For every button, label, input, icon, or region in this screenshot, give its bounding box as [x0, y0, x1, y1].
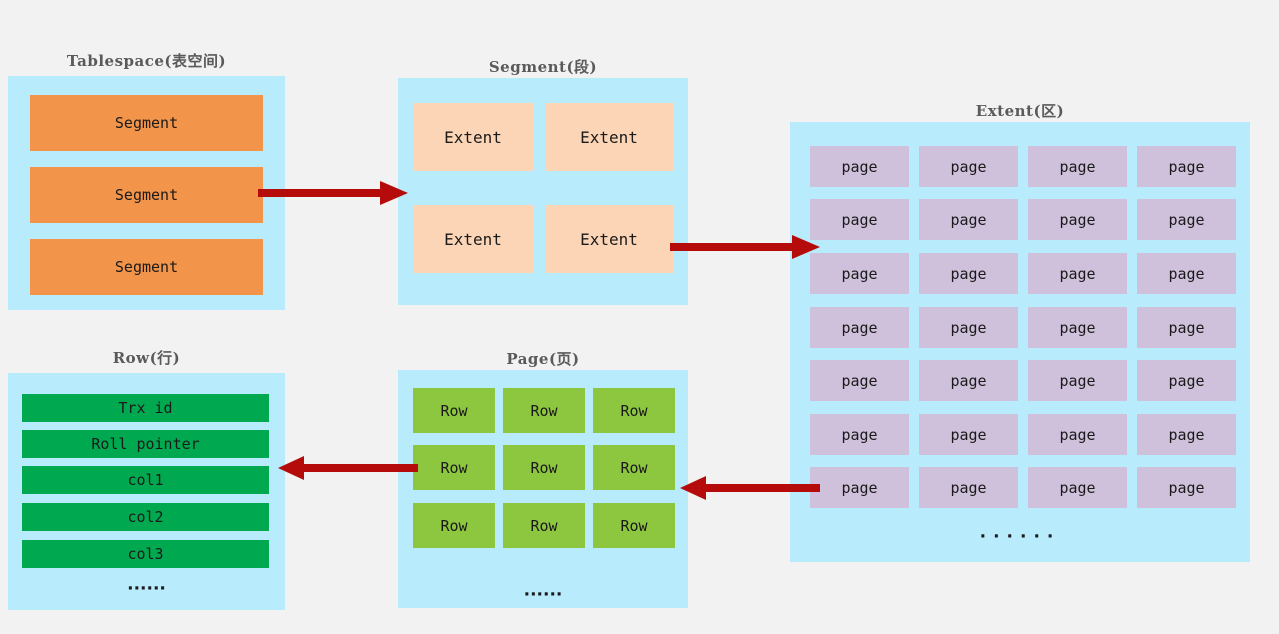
extent-page-3-1: page	[810, 253, 909, 294]
page-row-1-3: Row	[593, 388, 675, 433]
extent-page-2-1: page	[810, 199, 909, 240]
row-title: Row(行)	[112, 349, 181, 367]
extent-page-6-4: page	[1137, 414, 1236, 455]
extent-page-3-4: page	[1137, 253, 1236, 294]
arrow-tablespace-to-segment	[258, 181, 408, 205]
tablespace-panel: Segment Segment Segment	[8, 76, 285, 310]
row-field-col1: col1	[22, 466, 269, 494]
arrow-page-to-row	[278, 456, 418, 480]
extent-page-5-3: page	[1028, 360, 1127, 401]
extent-page-4-3: page	[1028, 307, 1127, 348]
extent-page-7-1: page	[810, 467, 909, 508]
page-row-2-3: Row	[593, 445, 675, 490]
extent-page-7-4: page	[1137, 467, 1236, 508]
row-field-roll-pointer: Roll pointer	[22, 430, 269, 458]
page-row-2-2: Row	[503, 445, 585, 490]
extent-page-6-1: page	[810, 414, 909, 455]
row-panel: Trx id Roll pointer col1 col2 col3 ·····…	[8, 373, 285, 610]
segment-title: Segment(段)	[488, 58, 598, 76]
segment-extent-1: Extent	[413, 103, 533, 171]
extent-page-3-3: page	[1028, 253, 1127, 294]
extent-page-1-4: page	[1137, 146, 1236, 187]
page-row-3-2: Row	[503, 503, 585, 548]
row-field-col2: col2	[22, 503, 269, 531]
segment-extent-3: Extent	[413, 205, 533, 273]
extent-page-4-1: page	[810, 307, 909, 348]
extent-page-7-2: page	[919, 467, 1018, 508]
page-row-1-2: Row	[503, 388, 585, 433]
segment-panel: Extent Extent Extent Extent	[398, 78, 688, 305]
extent-panel: page page page page page page page page …	[790, 122, 1250, 562]
arrow-extent-to-page	[680, 476, 820, 500]
extent-page-5-4: page	[1137, 360, 1236, 401]
extent-page-1-3: page	[1028, 146, 1127, 187]
page-panel: Row Row Row Row Row Row Row Row Row ····…	[398, 370, 688, 608]
tablespace-title: Tablespace(表空间)	[66, 52, 227, 70]
extent-page-2-3: page	[1028, 199, 1127, 240]
extent-page-1-2: page	[919, 146, 1018, 187]
extent-page-2-4: page	[1137, 199, 1236, 240]
tablespace-segment-2: Segment	[30, 167, 263, 223]
row-ellipsis: ······	[127, 579, 166, 599]
tablespace-segment-3: Segment	[30, 239, 263, 295]
extent-page-1-1: page	[810, 146, 909, 187]
extent-page-6-2: page	[919, 414, 1018, 455]
extent-ellipsis: ······	[979, 527, 1061, 547]
extent-page-5-1: page	[810, 360, 909, 401]
page-row-1-1: Row	[413, 388, 495, 433]
row-field-col3: col3	[22, 540, 269, 568]
page-row-3-3: Row	[593, 503, 675, 548]
extent-page-3-2: page	[919, 253, 1018, 294]
tablespace-segment-1: Segment	[30, 95, 263, 151]
extent-page-2-2: page	[919, 199, 1018, 240]
extent-page-6-3: page	[1028, 414, 1127, 455]
row-field-trx-id: Trx id	[22, 394, 269, 422]
segment-extent-4: Extent	[545, 205, 673, 273]
page-title: Page(页)	[506, 350, 580, 368]
extent-page-5-2: page	[919, 360, 1018, 401]
page-ellipsis: ······	[523, 585, 563, 605]
extent-page-4-4: page	[1137, 307, 1236, 348]
page-row-2-1: Row	[413, 445, 495, 490]
extent-title: Extent(区)	[975, 102, 1065, 120]
segment-extent-2: Extent	[545, 103, 673, 171]
arrow-segment-to-extent	[670, 235, 820, 259]
extent-page-7-3: page	[1028, 467, 1127, 508]
extent-page-4-2: page	[919, 307, 1018, 348]
page-row-3-1: Row	[413, 503, 495, 548]
